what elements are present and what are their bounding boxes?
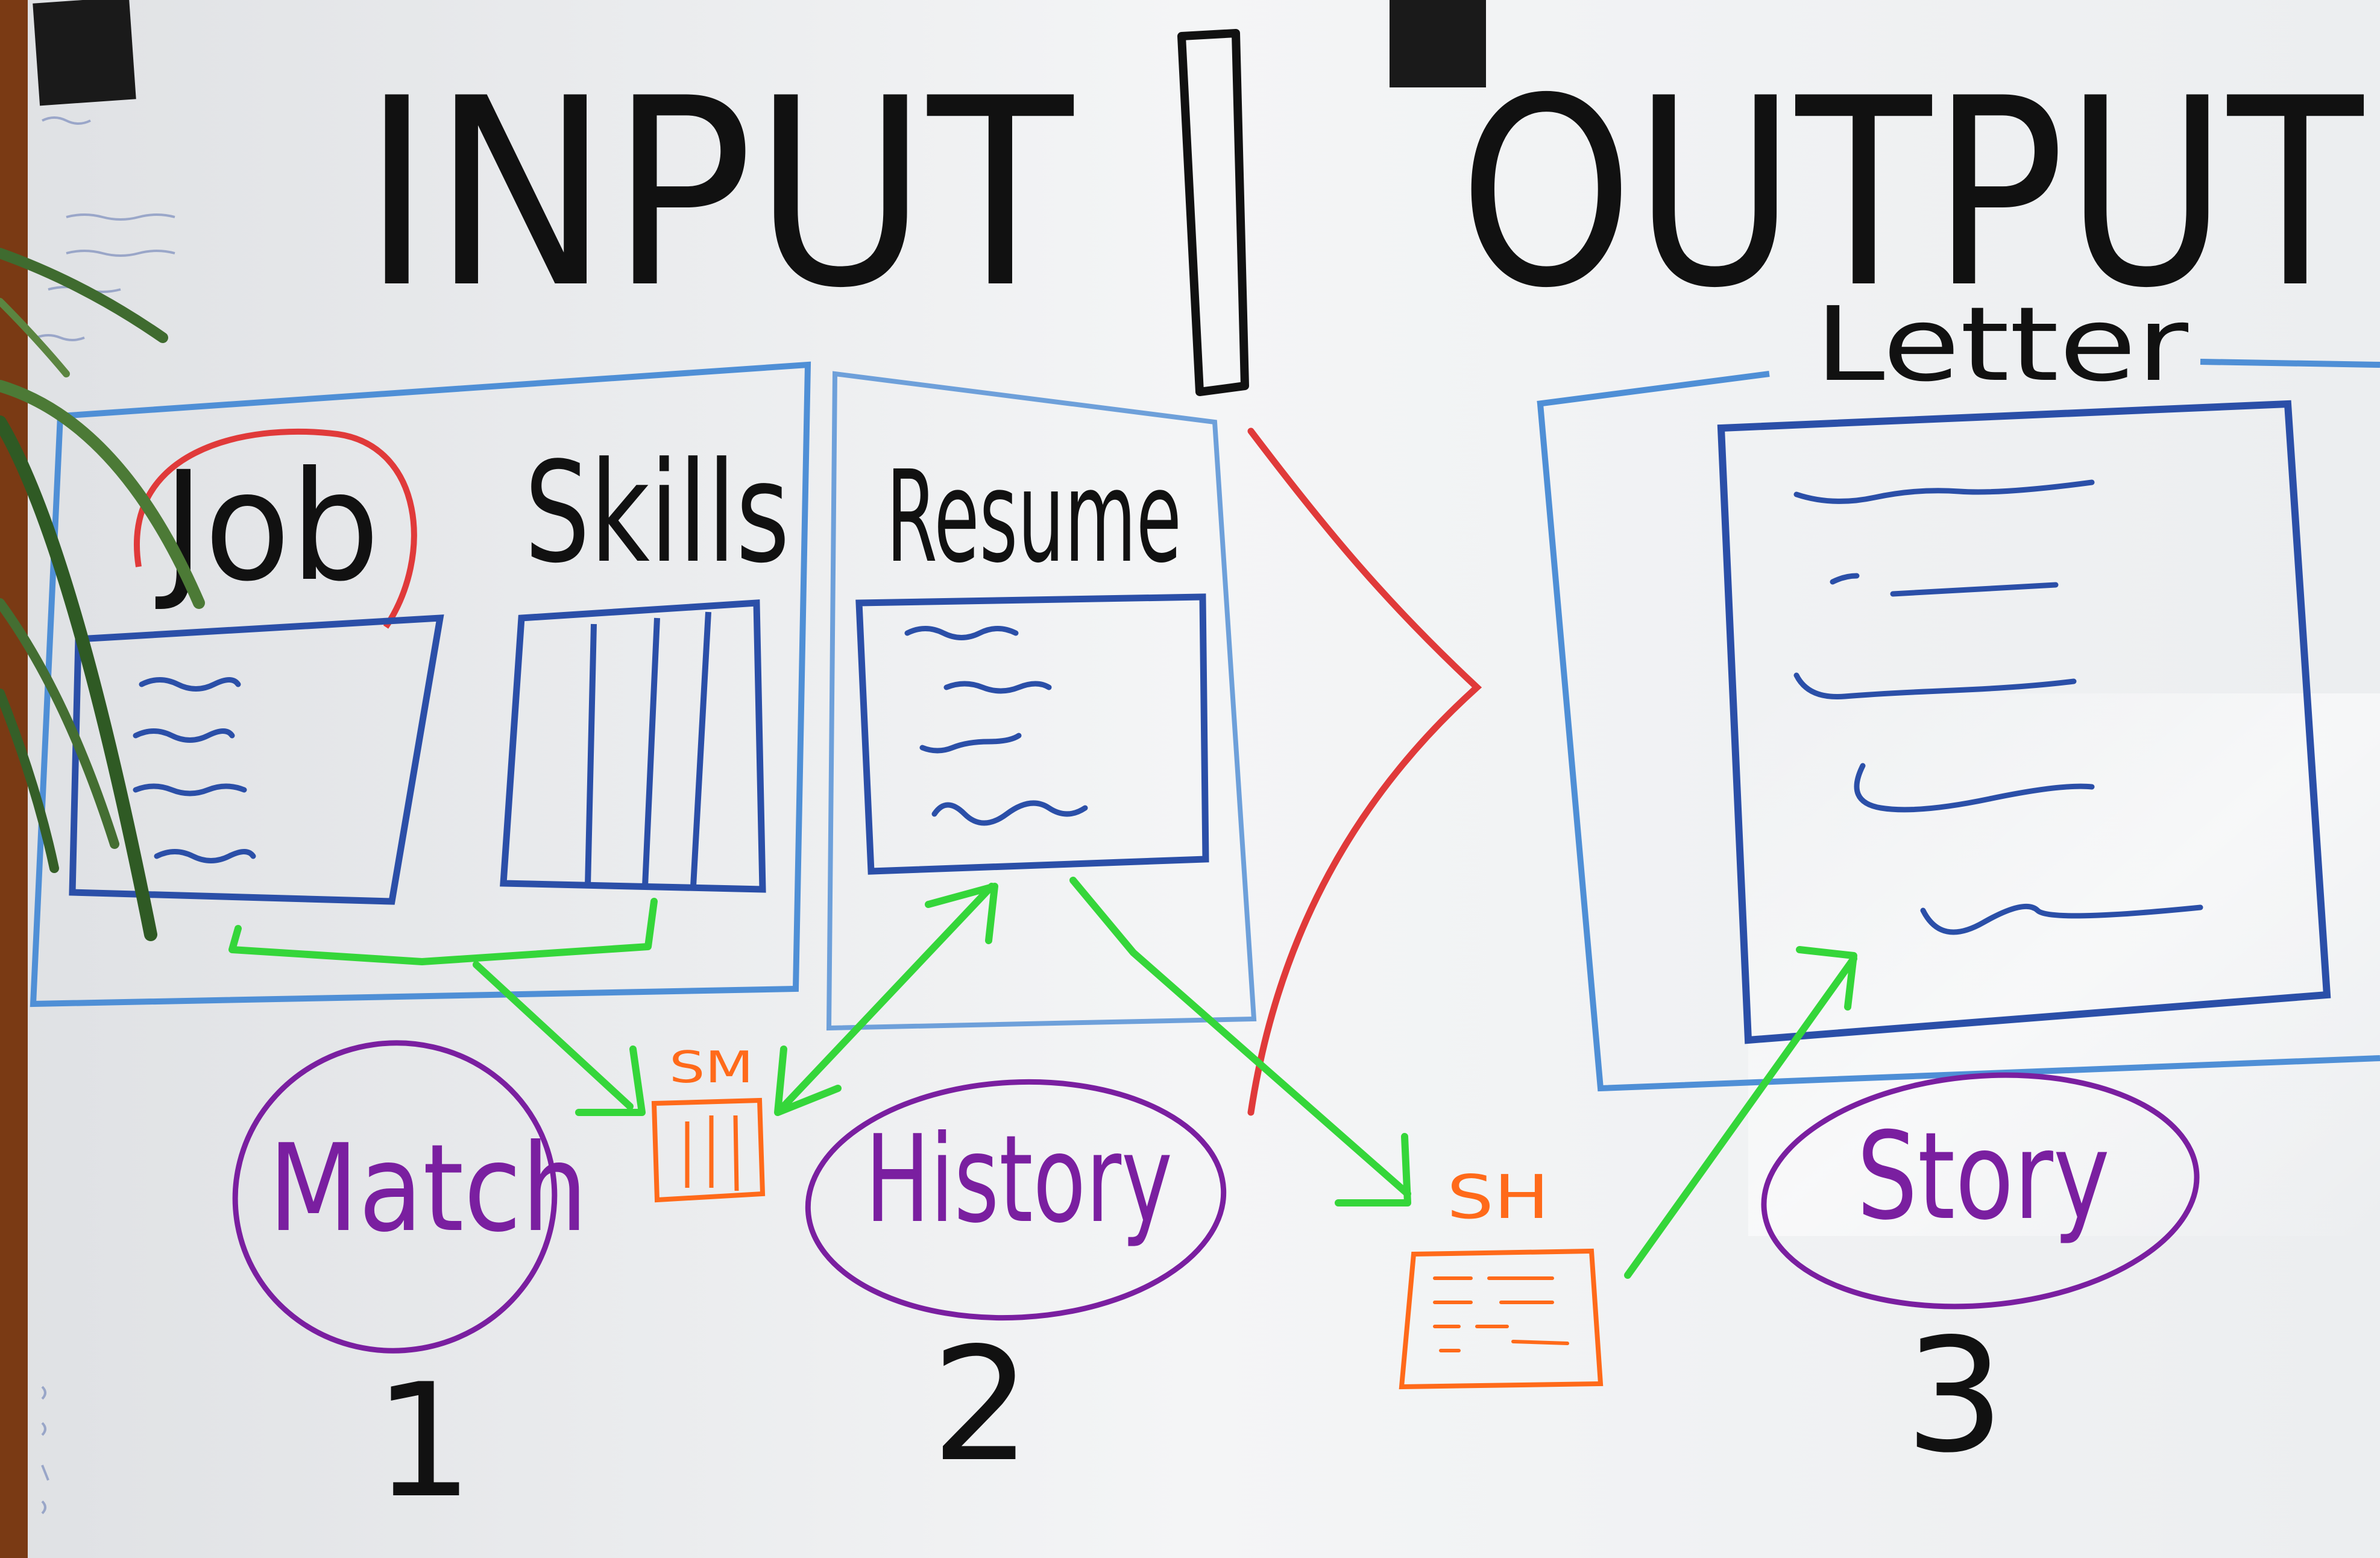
sm-table	[651, 1097, 766, 1203]
skills-table	[500, 599, 766, 893]
arrow-sm-resume	[777, 883, 995, 1113]
letter-label: Letter	[1815, 285, 2188, 405]
arrow-sm-resume-head-top	[925, 883, 998, 944]
skills-label: Skills	[524, 433, 790, 594]
tape-right	[1390, 0, 1486, 87]
arrow-job-skills-to-sm	[228, 898, 658, 1110]
step-story-label: Story	[1857, 1106, 2110, 1247]
step-match-ellipse	[232, 1040, 558, 1354]
sm-table-columns	[685, 1115, 739, 1191]
step-story-ellipse	[1761, 1072, 2200, 1310]
input-to-output-chevron	[1247, 427, 1482, 1116]
input-heading: INPUT	[362, 43, 1077, 345]
board-frame-left	[0, 0, 28, 1558]
arrow-sh-head	[1335, 1133, 1411, 1206]
output-outer-box	[1537, 359, 2380, 1092]
step-history-label: History	[865, 1109, 1173, 1250]
center-divider	[1177, 29, 1249, 396]
job-document-lines	[133, 677, 256, 863]
job-highlight-loop	[134, 428, 417, 629]
sh-label: SH	[1447, 1162, 1549, 1232]
arrow-to-sm-head	[575, 1046, 646, 1116]
plant-leaves	[0, 248, 205, 941]
step-history-ellipse	[805, 1079, 1227, 1321]
arrow-sh-to-letter	[1624, 955, 1857, 1279]
flow-arrows	[228, 877, 1857, 1279]
job-document	[69, 614, 444, 905]
step-story-number: 3	[1905, 1305, 2004, 1487]
input-outer-box-right	[826, 371, 1257, 1031]
step-match-label: Match	[268, 1118, 588, 1259]
tape-left	[33, 0, 136, 106]
resume-document-lines	[904, 626, 1088, 826]
skills-table-columns	[585, 611, 711, 887]
arrow-resume-to-sh	[1069, 877, 1411, 1197]
output-heading: OUTPUT	[1459, 43, 2366, 345]
resume-label: Resume	[886, 443, 1182, 591]
arrow-letter-head	[1796, 946, 1857, 1011]
letter-document	[1717, 400, 2331, 1044]
letter-document-lines	[1793, 479, 2203, 935]
arrow-sm-resume-head-bottom	[774, 1046, 842, 1116]
step-history-number: 2	[931, 1314, 1031, 1496]
sh-document	[1399, 1248, 1604, 1390]
step-match-number: 1	[374, 1351, 473, 1533]
sh-document-lines	[1433, 1276, 1569, 1352]
sm-label: SM	[669, 1042, 754, 1093]
resume-document	[855, 593, 1209, 875]
